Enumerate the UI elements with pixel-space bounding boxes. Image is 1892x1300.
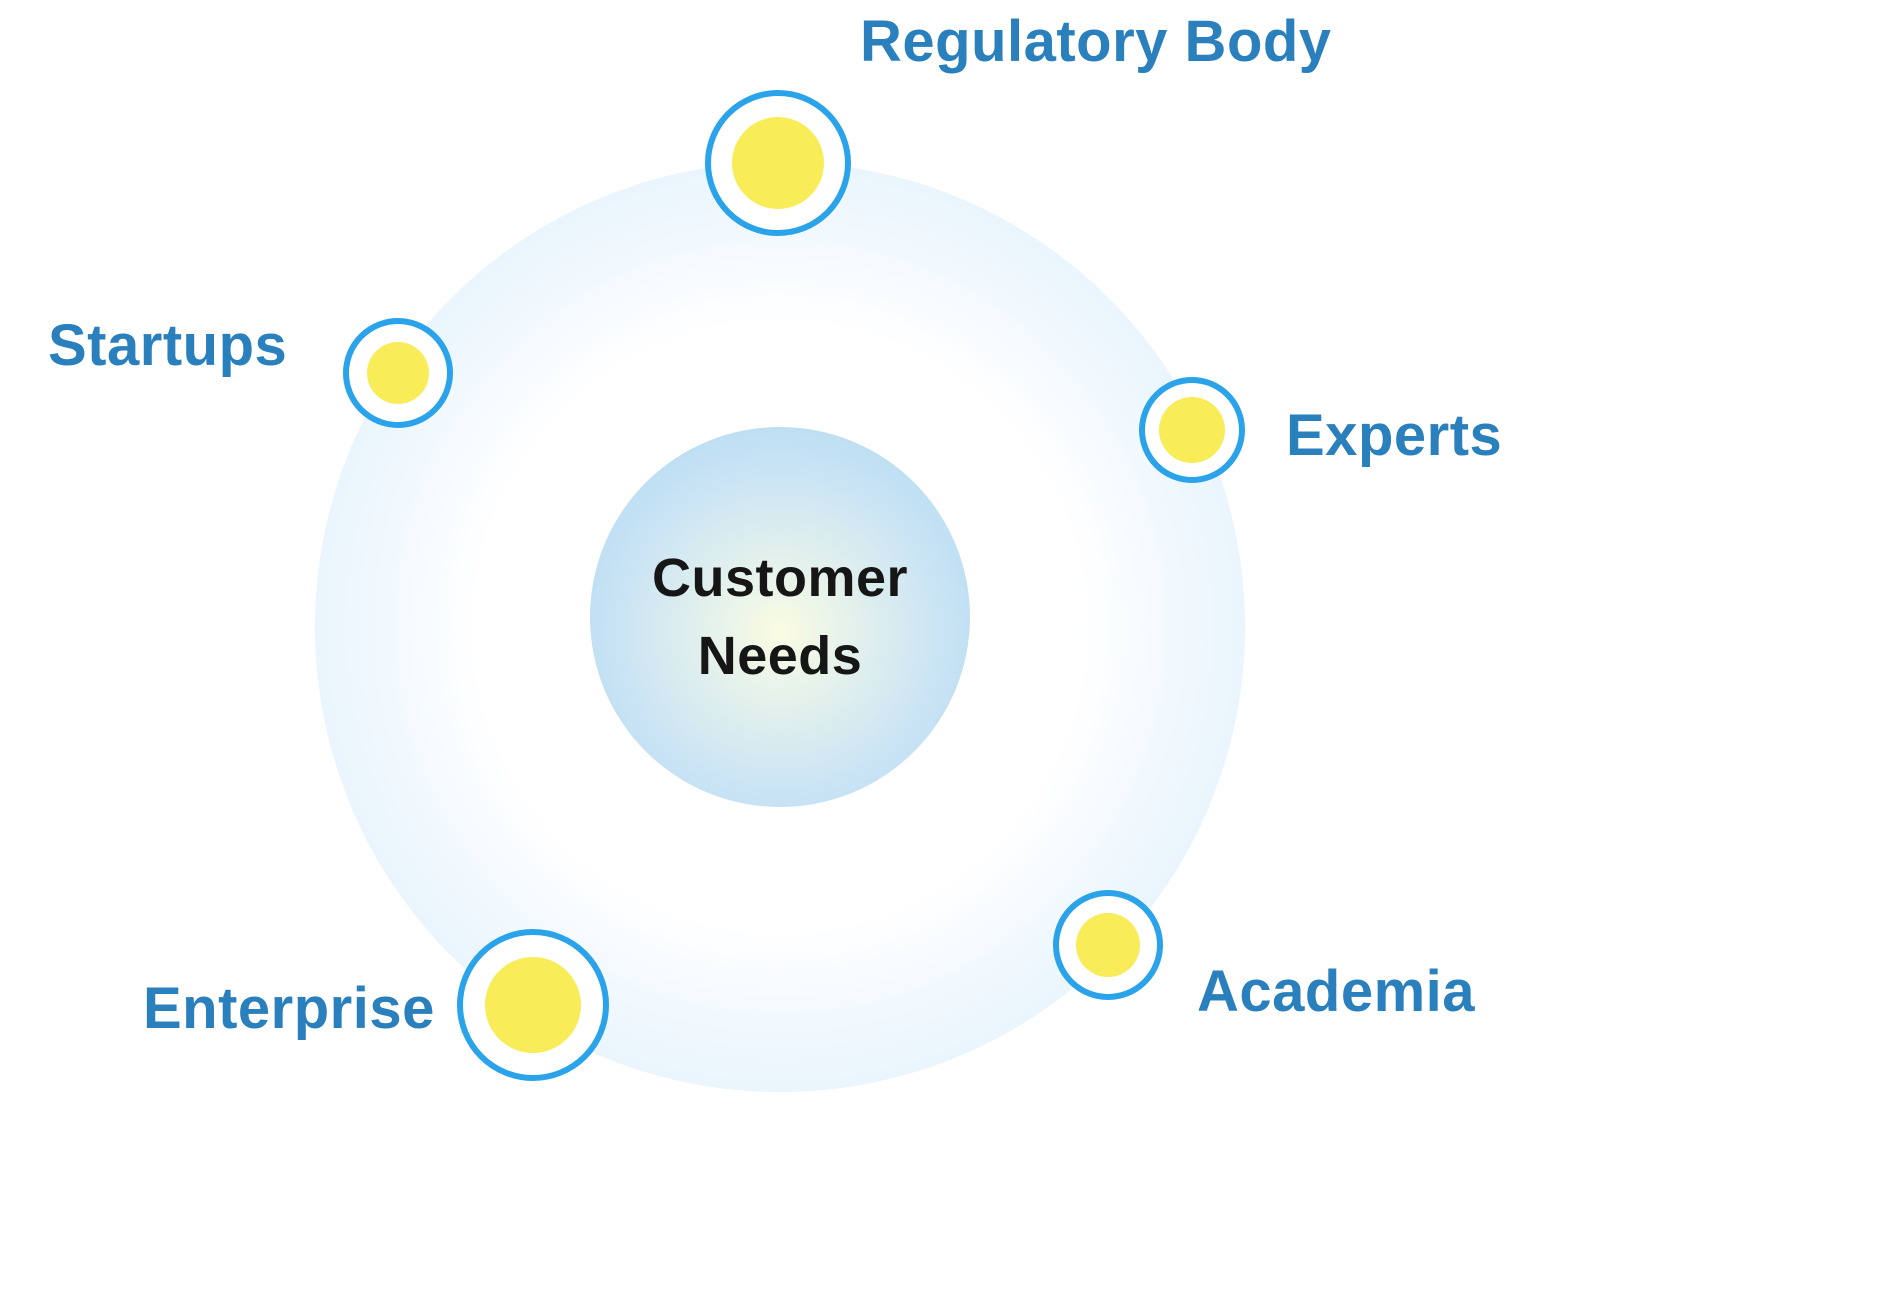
node-experts-dot [1159,397,1225,463]
label-experts: Experts [1286,403,1503,468]
node-experts [1139,377,1245,483]
label-regulatory-body: Regulatory Body [860,9,1332,74]
node-startups-dot [367,342,429,404]
label-enterprise: Enterprise [143,976,435,1041]
center-label: Customer Needs [651,547,909,686]
label-academia: Academia [1197,959,1476,1024]
node-academia [1053,890,1163,1000]
center-circle: Customer Needs [590,427,970,807]
node-regulatory-body-dot [732,117,824,209]
node-enterprise-dot [485,957,581,1053]
node-academia-dot [1076,913,1140,977]
node-regulatory-body [705,90,851,236]
node-enterprise [457,929,609,1081]
node-startups [343,318,453,428]
label-startups: Startups [48,313,288,378]
